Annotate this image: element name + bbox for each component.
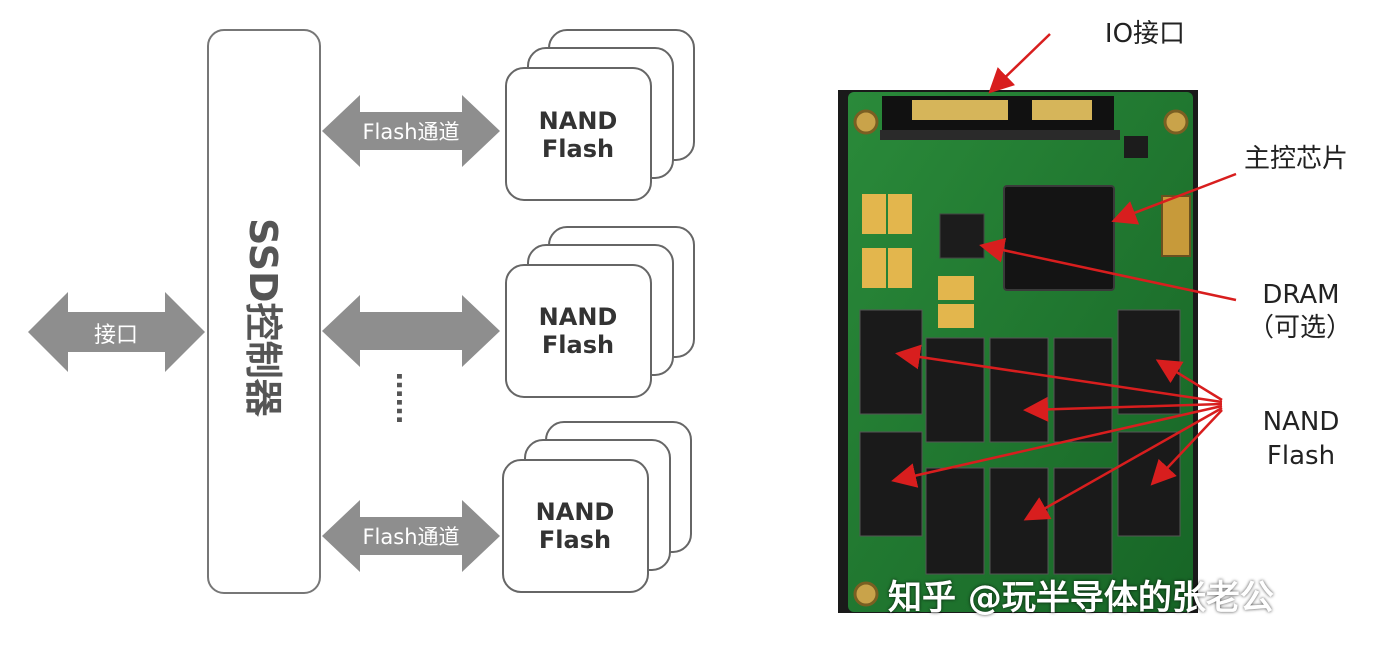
nand-chips [859, 309, 1181, 575]
side-connector [1161, 195, 1191, 257]
nand-1-line2: Flash [542, 135, 614, 163]
io-pointer [988, 33, 1051, 94]
nand-stack-2: NAND Flash [505, 226, 695, 398]
controller-pointer [1111, 172, 1237, 225]
channel-arrow-3-shape [322, 500, 500, 572]
controller-chip [1003, 185, 1115, 291]
interface-arrow-shape [28, 292, 205, 372]
interface-label: 接口 [94, 323, 138, 348]
dram-label-line2: （可选） [1247, 313, 1352, 343]
interface-arrow: 接口 [28, 292, 205, 372]
channel-arrow-3: Flash通道 [322, 500, 500, 572]
io-connector [880, 96, 1120, 140]
gold-pads [862, 194, 974, 328]
nand-label-line2: Flash [1266, 441, 1336, 471]
mount-hole [853, 109, 879, 135]
nand-2-line1: NAND [539, 303, 618, 331]
pointer-arrows [891, 33, 1237, 521]
controller-chip-label: 主控芯片 [1243, 144, 1348, 174]
nand-pointer-1 [895, 344, 1223, 404]
nand-pointer-5 [1155, 359, 1223, 402]
ssd-controller-label: SSD控制器 [241, 218, 285, 418]
nand-pointer-3 [891, 404, 1223, 488]
small-chip [1124, 136, 1148, 158]
io-label: IO接口 [1104, 19, 1186, 49]
channel-arrow-2-shape [322, 295, 500, 367]
mount-hole [853, 581, 879, 607]
dram-label-line1: DRAM [1262, 280, 1340, 310]
nand-stack-3: NAND Flash [502, 421, 692, 593]
nand-3-line1: NAND [536, 498, 615, 526]
ssd-board-photo [838, 33, 1237, 613]
nand-pointer-4 [1023, 406, 1223, 521]
nand-stack-1: NAND Flash [505, 29, 695, 201]
nand-2-line2: Flash [542, 331, 614, 359]
channel-arrow-2 [322, 295, 500, 367]
dram-pointer [979, 237, 1237, 302]
watermark: 知乎 @玩半导体的张老公 [888, 578, 1274, 618]
nand-3-line2: Flash [539, 526, 611, 554]
ssd-controller-box: SSD控制器 [207, 29, 321, 594]
channel-1-label: Flash通道 [362, 120, 459, 144]
channel-3-label: Flash通道 [362, 525, 459, 549]
nand-label-line1: NAND [1262, 407, 1340, 437]
channel-arrow-1: Flash通道 [322, 95, 500, 167]
mount-hole [1163, 109, 1189, 135]
channel-ellipsis: …… [390, 372, 420, 424]
channel-arrow-1-shape [322, 95, 500, 167]
nand-pointer-2 [1023, 396, 1223, 422]
architecture-diagram: 接口 SSD控制器 Flash通道 Flash通道 …… NAND Fl [28, 29, 695, 594]
nand-pointer-6 [1150, 409, 1223, 486]
dram-chip [939, 213, 985, 259]
nand-1-line1: NAND [539, 107, 618, 135]
